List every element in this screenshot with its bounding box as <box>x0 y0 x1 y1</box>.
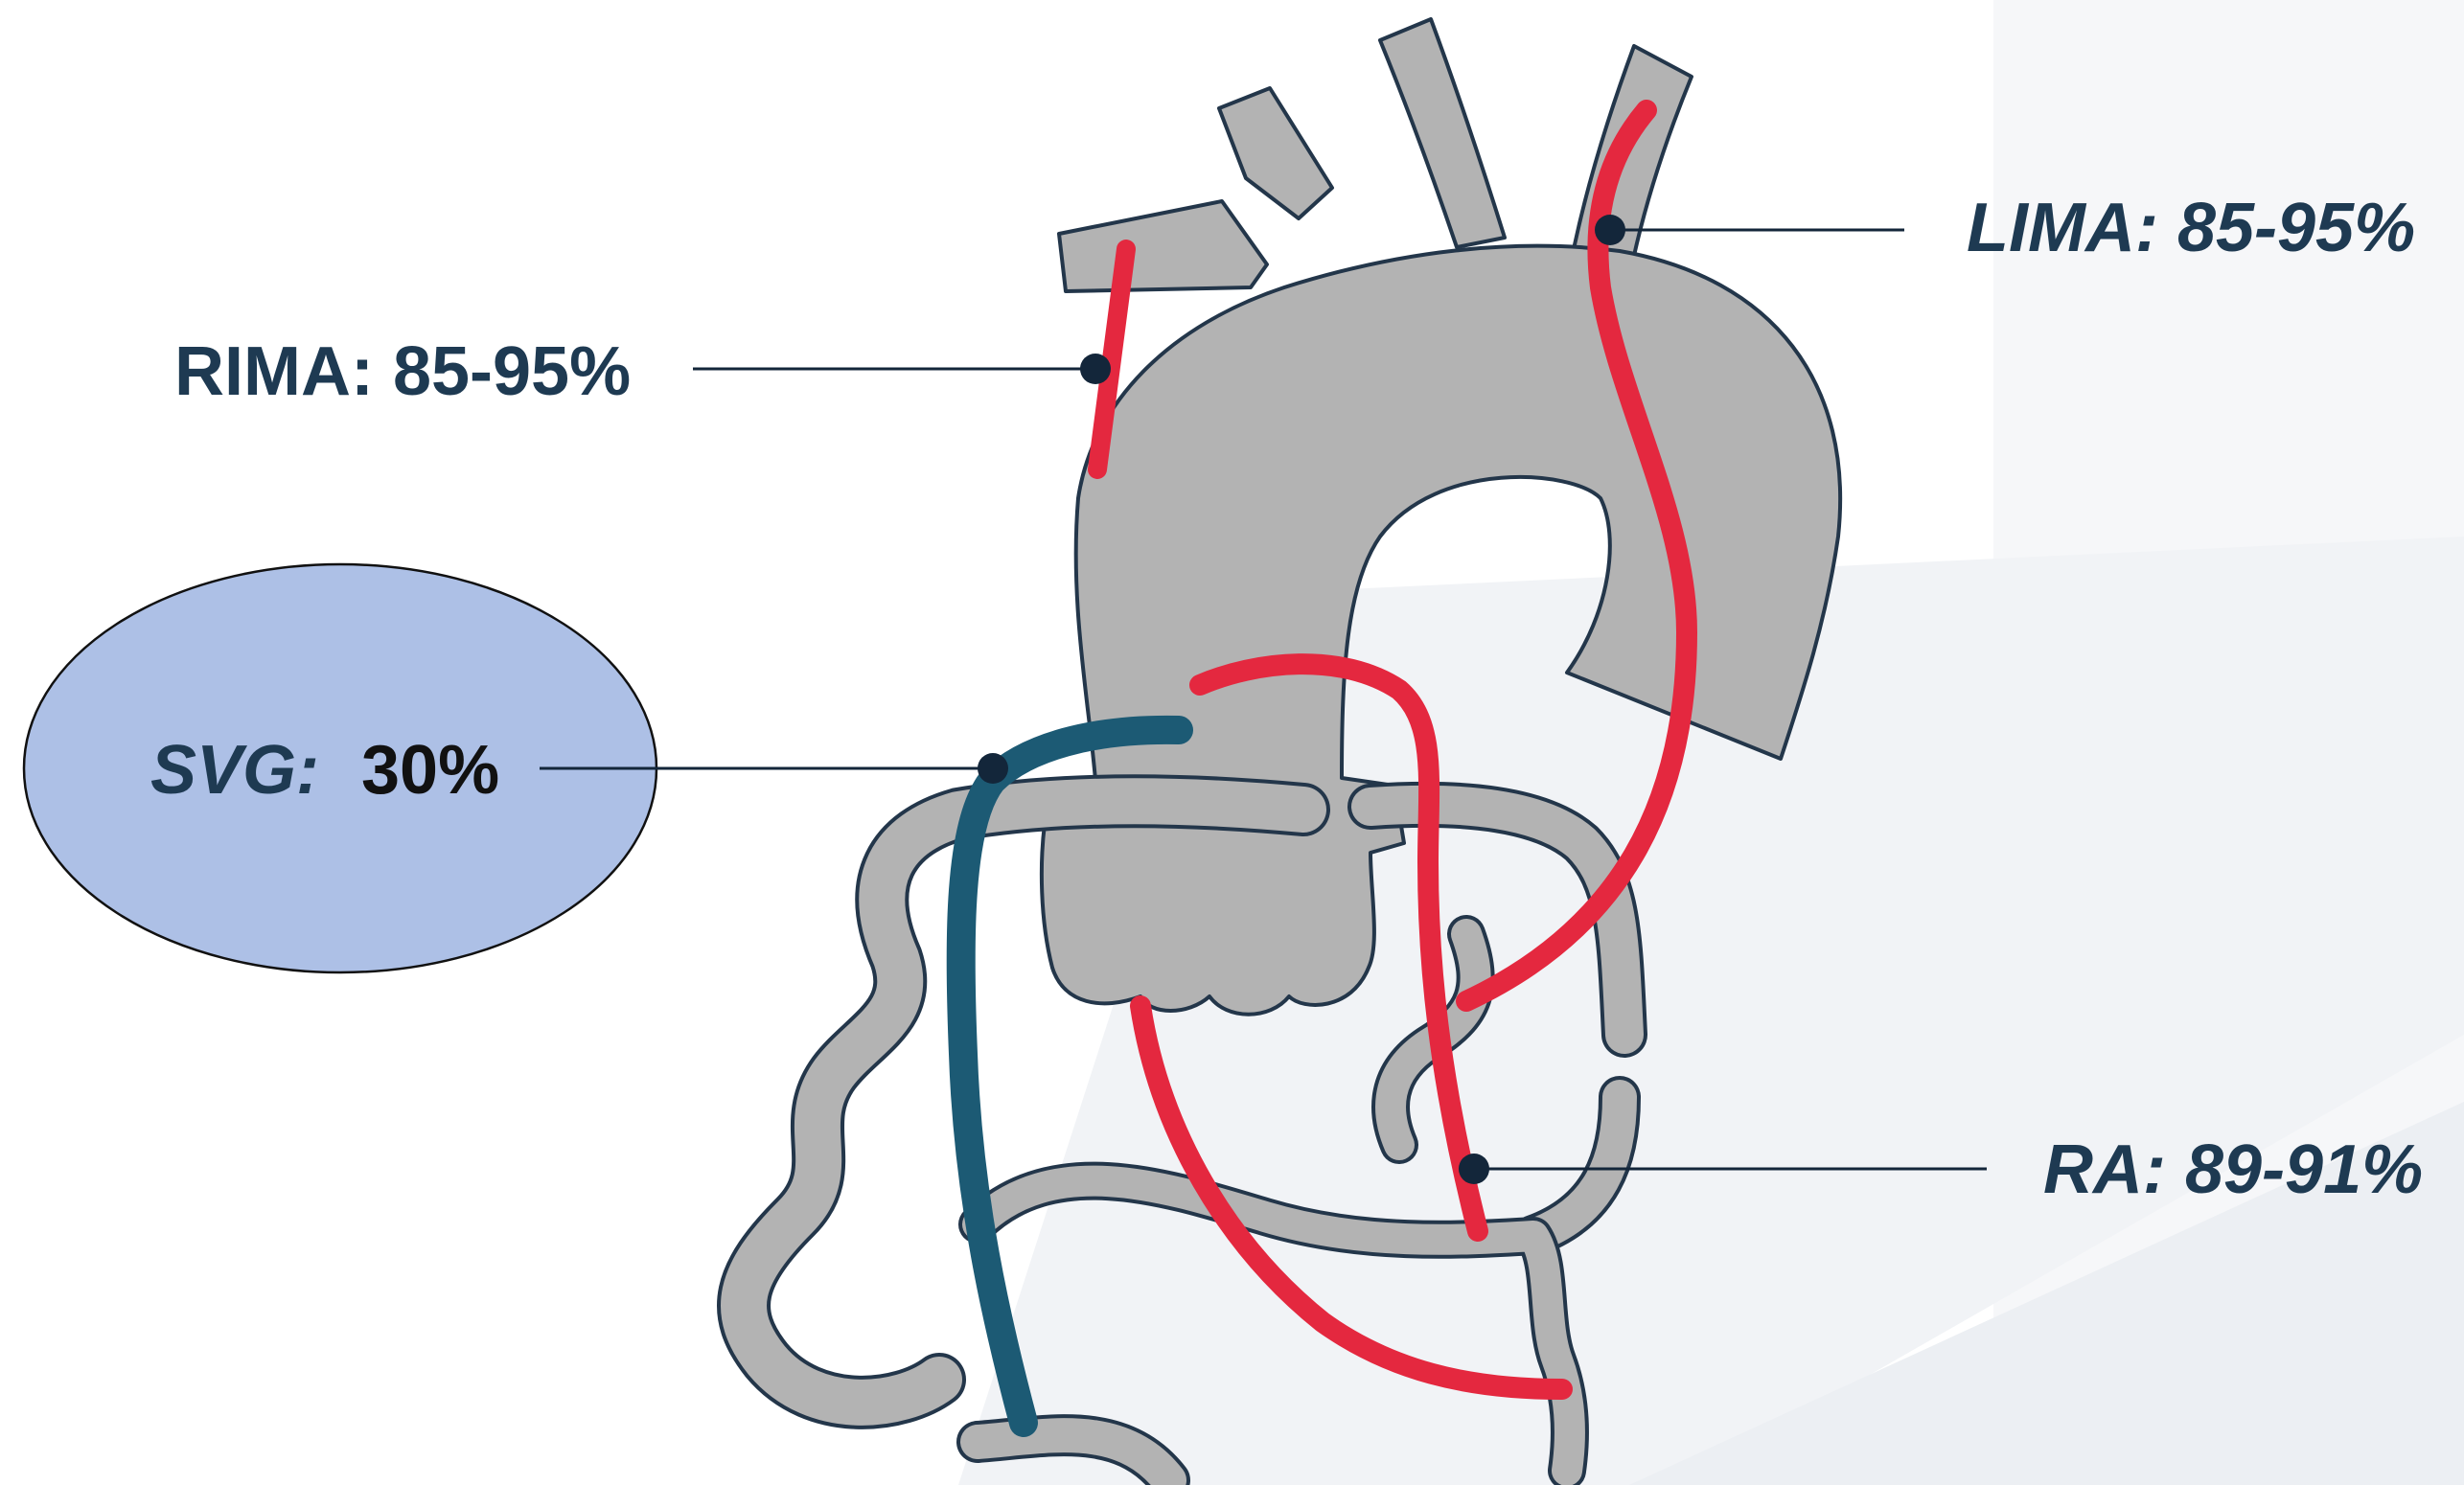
subclavian-branch-right <box>1059 201 1267 291</box>
svg-marker <box>978 753 1008 784</box>
ra-marker <box>1459 1154 1489 1184</box>
lima-label: LIMA: 85-95% <box>1967 190 2415 266</box>
svg-label-prefix: SVG: <box>150 732 319 809</box>
rima-label-group: RIMA: 85-95% <box>174 333 1111 410</box>
lima-label-group: LIMA: 85-95% <box>1595 190 2415 266</box>
left-carotid-branch <box>1380 19 1505 247</box>
rima-label: RIMA: 85-95% <box>174 333 631 410</box>
svg-label-value: 30% <box>361 732 499 809</box>
lima-marker <box>1595 215 1625 245</box>
ra-label: RA: 89-91% <box>2043 1131 2423 1208</box>
rima-marker <box>1080 354 1111 384</box>
innominate-branch <box>1219 88 1332 218</box>
